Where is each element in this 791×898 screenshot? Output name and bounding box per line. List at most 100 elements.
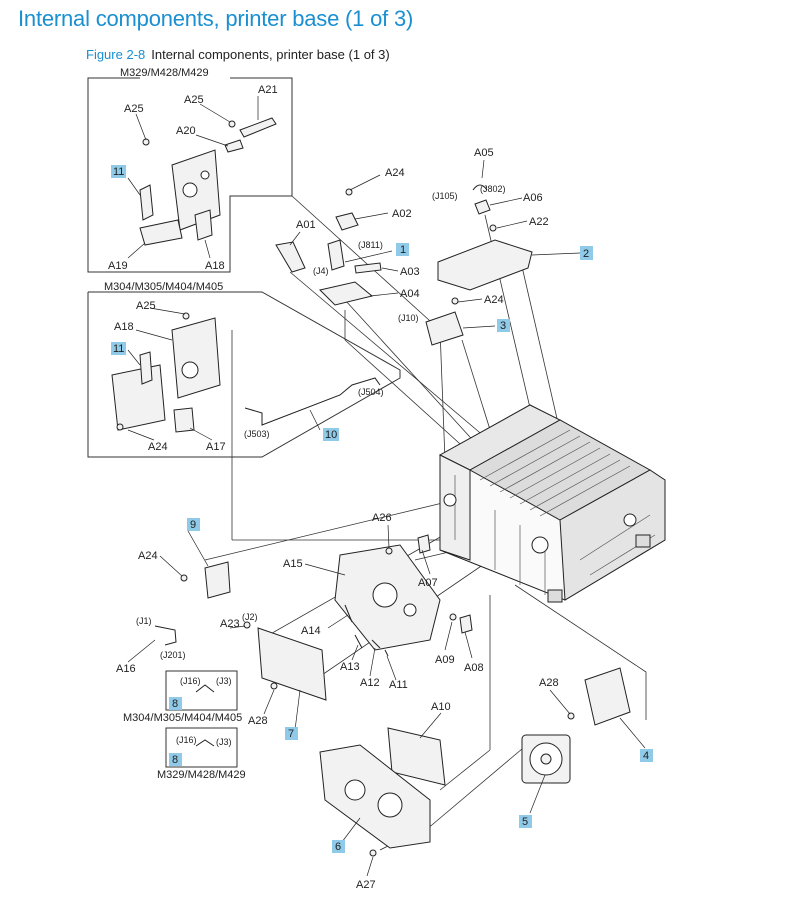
label-a27: A27 [356, 879, 376, 891]
cable-8a [195, 684, 215, 693]
part-a18-mid [139, 351, 153, 385]
label-a24-2: A24 [385, 167, 405, 179]
part-a03 [354, 262, 382, 274]
part-a03-bracket [327, 239, 345, 271]
part-a13 [354, 634, 363, 649]
connector-j503: (J503) [244, 429, 270, 439]
label-a17: A17 [206, 441, 226, 453]
screw-a22 [489, 224, 497, 232]
label-a24-4: A24 [138, 550, 158, 562]
svg-text:6: 6 [335, 841, 341, 853]
label-a18-2: A18 [114, 321, 134, 333]
group-label-mid-inset: M304/M305/M404/M405 [104, 281, 223, 293]
callout-7: 7 [285, 727, 298, 740]
part-a21 [239, 117, 277, 138]
connector-j811: (J811) [358, 240, 383, 250]
page-title: Internal components, printer base (1 of … [18, 6, 414, 31]
connector-j802: (J802) [480, 184, 506, 194]
screw-a26 [385, 547, 393, 555]
svg-text:8: 8 [172, 698, 178, 710]
svg-text:8: 8 [172, 754, 178, 766]
label-a15: A15 [283, 558, 303, 570]
group-label-box8a: M304/M305/M404/M405 [123, 712, 242, 724]
screw-a24-4 [180, 574, 188, 582]
callout-2: 2 [580, 246, 593, 260]
connector-j1: (J1) [136, 616, 152, 626]
label-a25-1: A25 [124, 103, 144, 115]
connector-labels: (J105) (J802) (J811) (J4) (J10) (J504) (… [136, 184, 506, 747]
svg-text:5: 5 [522, 816, 528, 828]
callout-1: 1 [396, 243, 409, 256]
cable-10 [244, 377, 381, 426]
connector-j2: (J2) [242, 612, 258, 622]
svg-text:2: 2 [583, 248, 589, 260]
label-a28-2: A28 [539, 677, 559, 689]
part-11-mid [111, 364, 166, 431]
part-a12 [371, 639, 381, 649]
label-a19: A19 [108, 260, 128, 272]
callout-4: 4 [640, 749, 653, 762]
cable-a05 [472, 184, 488, 191]
callout-10: 10 [323, 428, 339, 441]
connector-j3a: (J3) [216, 676, 232, 686]
label-a13: A13 [340, 661, 360, 673]
screw-a25-1 [142, 138, 150, 146]
svg-text:4: 4 [643, 750, 649, 762]
group-label-top-inset: M329/M428/M429 [120, 67, 209, 79]
screw-a24-2 [345, 188, 353, 196]
connector-j105: (J105) [432, 191, 458, 201]
label-a08: A08 [464, 662, 484, 674]
screw-a23 [243, 621, 251, 629]
connector-j3b: (J3) [216, 737, 232, 747]
cable-8b [195, 739, 215, 747]
part-labels: A25 A25 A21 A20 A19 A18 A25 A18 A24 A17 … [108, 84, 559, 891]
svg-text:11: 11 [113, 166, 124, 178]
svg-text:3: 3 [500, 320, 506, 332]
screw-a27 [369, 849, 377, 857]
label-a03: A03 [400, 266, 420, 278]
label-a18-1: A18 [205, 260, 225, 272]
label-a14: A14 [301, 625, 321, 637]
part-sketches [111, 117, 631, 857]
screw-a28-1 [270, 682, 278, 690]
label-a26: A26 [372, 512, 392, 524]
cable-a16 [154, 625, 177, 646]
connector-j4: (J4) [313, 266, 329, 276]
part-controller-bracket-mid [171, 317, 221, 399]
part-a04 [319, 281, 374, 306]
screw-a28-2 [567, 712, 575, 720]
label-a21: A21 [258, 84, 278, 96]
connector-j16b: (J16) [176, 735, 197, 745]
part-a10 [387, 727, 446, 786]
label-a24-3: A24 [484, 294, 504, 306]
part-2-laser-scanner [437, 239, 533, 291]
label-a24-1: A24 [148, 441, 168, 453]
label-a28-1: A28 [248, 715, 268, 727]
part-a18-top [194, 209, 213, 241]
part-9 [204, 561, 231, 599]
label-a23: A23 [220, 618, 240, 630]
part-a14 [344, 604, 353, 623]
callout-11-mid: 11 [111, 342, 126, 355]
label-a22: A22 [529, 216, 549, 228]
inset-frames [87, 77, 401, 768]
callout-5: 5 [519, 815, 532, 828]
group-label-box8b: M329/M428/M429 [157, 769, 246, 781]
label-a02: A02 [392, 208, 412, 220]
label-a09: A09 [435, 654, 455, 666]
label-a10: A10 [431, 701, 451, 713]
svg-text:10: 10 [325, 429, 337, 441]
part-a01 [275, 241, 306, 273]
callout-11-top: 11 [111, 165, 126, 178]
printer-base-chassis [438, 404, 666, 603]
part-a20 [224, 139, 244, 153]
screw-a25-2 [228, 120, 236, 128]
part-a02 [335, 212, 359, 231]
part-a08 [459, 614, 473, 634]
part-3 [425, 311, 464, 346]
label-a01: A01 [296, 219, 316, 231]
connector-j10: (J10) [398, 313, 419, 323]
screw-a24-3 [451, 297, 459, 305]
